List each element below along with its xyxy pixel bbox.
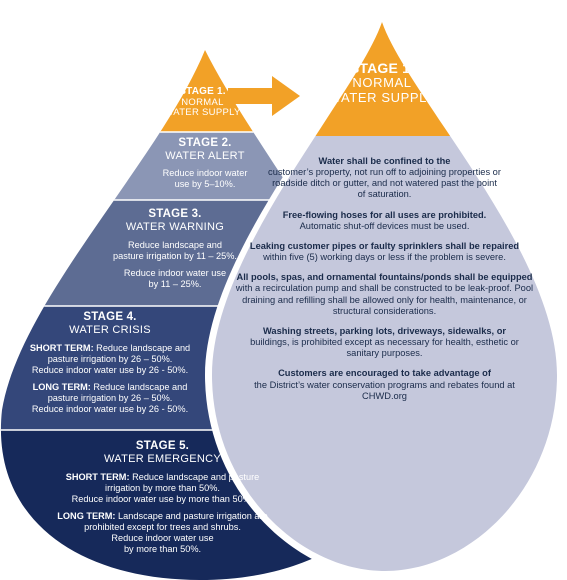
- stage5-sub: WATER EMERGENCY: [104, 453, 221, 466]
- stage3-text-b: Reduce indoor water use by 11 – 25%.: [123, 267, 227, 289]
- right-title: STAGE 1.: [349, 60, 415, 76]
- stage1-band: [0, 50, 405, 132]
- rule-hoses: Free-flowing hoses for all uses are proh…: [282, 209, 487, 231]
- rule-leaks: Leaking customer pipes or faulty sprinkl…: [249, 240, 520, 263]
- stage1-title: STAGE 1.: [179, 86, 226, 97]
- stage5-long-term: LONG TERM: Landscape and pasture irrigat…: [57, 510, 268, 555]
- stage2-label: STAGE 2. WATER ALERT Reduce indoor water…: [110, 137, 300, 190]
- stage4-long-term: LONG TERM: Reduce landscape and pasture …: [31, 381, 189, 415]
- rule-pools: All pools, spas, and ornamental fountain…: [235, 272, 534, 316]
- rule-conservation: Customers are encouraged to take advanta…: [254, 368, 515, 401]
- right-sub1: NORMAL: [352, 75, 412, 91]
- stage2-title: STAGE 2.: [178, 137, 232, 149]
- stage4-title: STAGE 4.: [83, 311, 137, 323]
- stage5-title: STAGE 5.: [135, 440, 190, 452]
- stage1-sub2: WATER SUPPLY: [164, 107, 241, 119]
- stage2-text: Reduce indoor water use by 5–10%.: [162, 167, 248, 189]
- stage1-sub1: NORMAL: [181, 96, 224, 108]
- right-header: STAGE 1. NORMAL WATER SUPPLY: [322, 60, 442, 106]
- stage4-short-term: SHORT TERM: Reduce landscape and pasture…: [29, 342, 191, 375]
- stage3-title: STAGE 3.: [148, 208, 202, 220]
- stage4-label: STAGE 4. WATER CRISIS SHORT TERM: Reduce…: [15, 311, 205, 415]
- stage1-label: STAGE 1. NORMAL WATER SUPPLY: [155, 86, 250, 119]
- stage5-label: STAGE 5. WATER EMERGENCY SHORT TERM: Red…: [40, 440, 285, 555]
- stage5-short-term: SHORT TERM: Reduce landscape and pasture…: [65, 471, 260, 504]
- stage4-sub: WATER CRISIS: [69, 324, 151, 337]
- stage3-label: STAGE 3. WATER WARNING Reduce landscape …: [60, 208, 290, 290]
- arrow-right-icon: [228, 76, 300, 116]
- rule-washing: Washing streets, parking lots, driveways…: [250, 325, 519, 359]
- stage3-text-a: Reduce landscape and pasture irrigation …: [113, 239, 237, 261]
- stage3-sub: WATER WARNING: [125, 221, 225, 234]
- stage2-sub: WATER ALERT: [165, 150, 245, 163]
- right-sub2: WATER SUPPLY: [328, 90, 436, 106]
